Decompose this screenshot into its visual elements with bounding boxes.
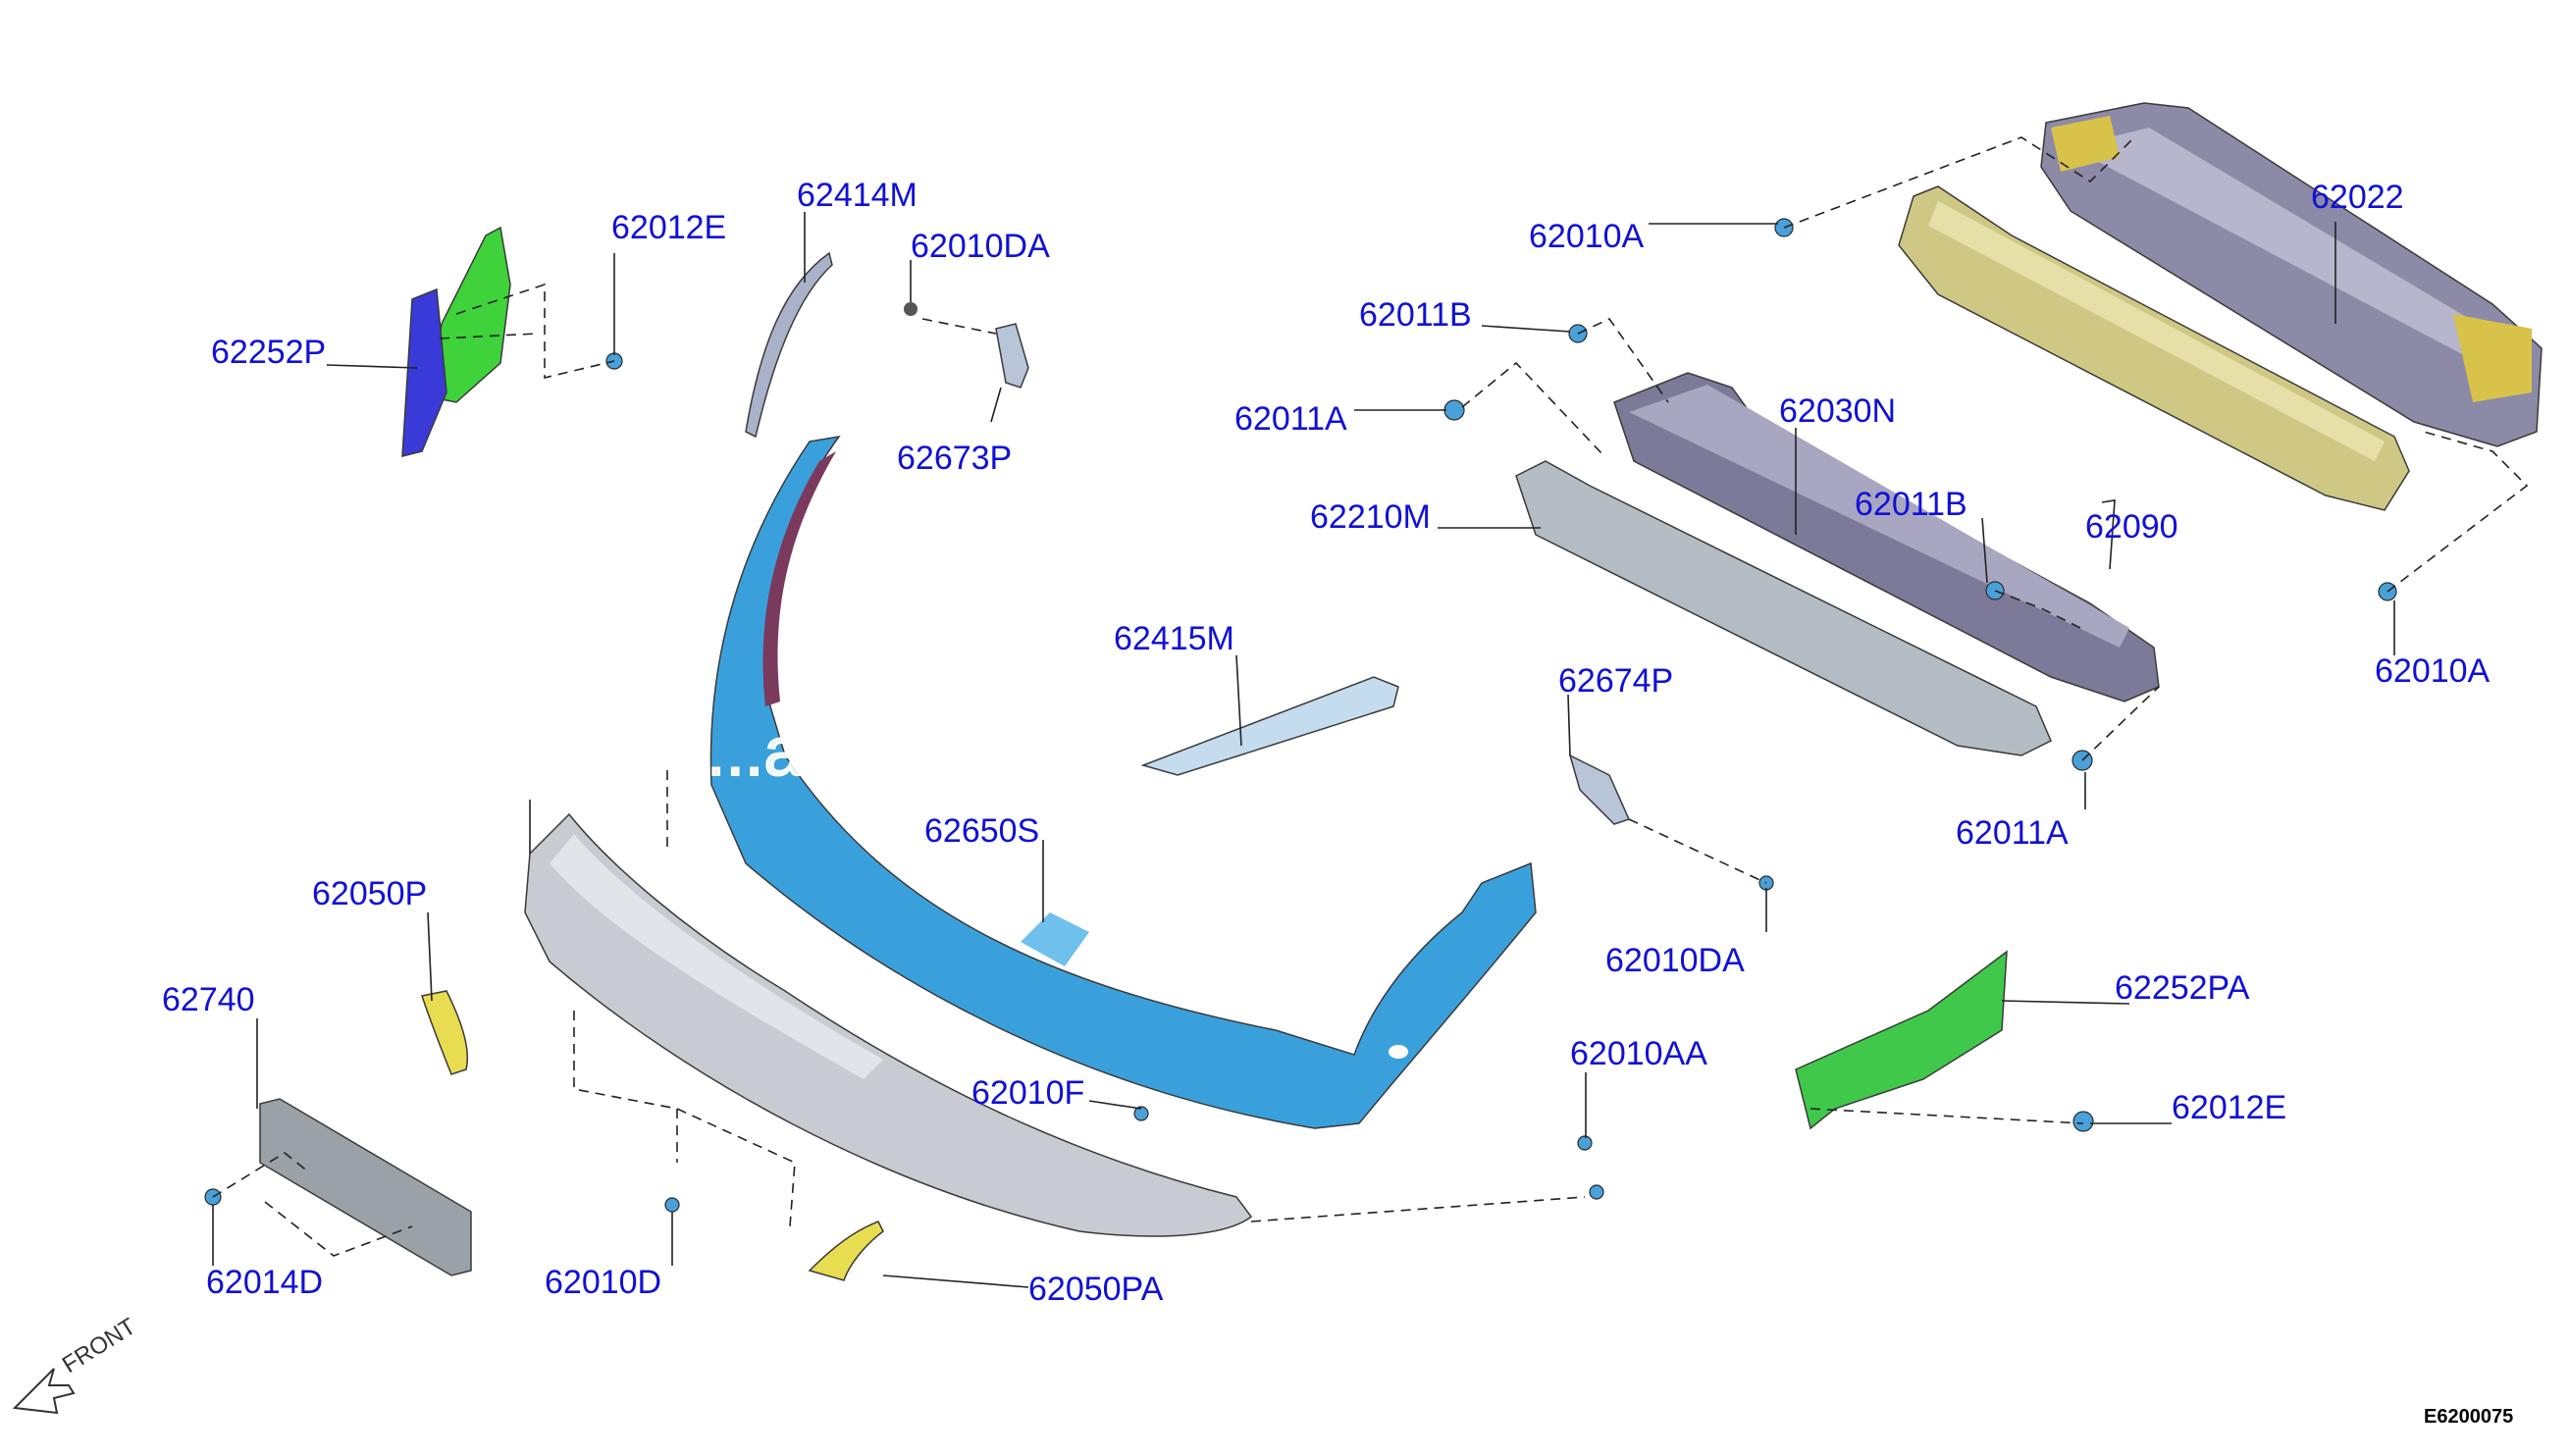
callout-labels: 62012E 62414M 62010DA 62252P 62673P 6201… [162,177,2491,1308]
callout-62014D: 62014D [206,1264,323,1301]
callout-62010A-right: 62010A [2375,652,2491,690]
callout-62012E-bottom: 62012E [2172,1089,2286,1126]
callout-62010AA: 62010AA [1570,1035,1707,1072]
front-label: FRONT [58,1313,141,1378]
callout-62010A-top: 62010A [1529,218,1645,255]
callout-62050PA: 62050PA [1028,1271,1164,1308]
part-absorber-62090 [1898,185,2410,511]
leader-lines [212,212,2395,1288]
callout-62011B-right: 62011B [1855,486,1967,523]
fasteners [204,218,2397,1213]
part-bracket-62674P [1568,754,1631,825]
part-lower-spoiler [524,812,1253,1237]
callout-62011A-left: 62011A [1234,400,1347,438]
part-absorber-62210M [1515,460,2052,756]
callout-62210M: 62210M [1310,498,1431,536]
part-side-bracket-left-62252P [401,226,511,457]
callout-62010D: 62010D [545,1264,661,1301]
part-side-bracket-right-62252PA [1795,950,2008,1130]
callout-62740: 62740 [162,981,255,1018]
part-reinforcement-62030N [1613,372,2160,702]
callout-62011B-top: 62011B [1359,296,1472,334]
callout-62674P: 62674P [1558,662,1673,700]
callout-62252PA: 62252PA [2115,969,2250,1007]
part-upper-bracket-62414M [745,251,833,439]
callout-62252P: 62252P [211,334,326,371]
front-arrow-icon [12,1368,76,1415]
front-indicator: FRONT [12,1313,141,1415]
callout-62030N: 62030N [1779,392,1896,430]
part-reinforcement-62022 [2040,102,2543,447]
callout-62415M: 62415M [1114,620,1234,657]
callout-62022: 62022 [2311,179,2404,216]
callout-62010F: 62010F [971,1074,1084,1112]
part-lower-bar-62740 [259,1098,472,1276]
reference-code: E6200075 [2424,1406,2513,1428]
part-trim-62050P [421,990,469,1075]
callout-62010DA-top: 62010DA [911,228,1050,265]
callout-62090: 62090 [2085,508,2178,546]
part-trim-62050PA [808,1221,884,1281]
callout-62414M: 62414M [797,177,918,214]
callout-62011A-right: 62011A [1956,814,2069,852]
callout-62012E-top: 62012E [611,209,726,246]
callout-62650S: 62650S [924,812,1039,850]
callout-62673P: 62673P [897,440,1012,477]
callout-62050P: 62050P [312,875,427,912]
assembly-dashed-lines [212,136,2529,1257]
watermark: ...ari ...RTS [707,713,1053,790]
callout-62010DA-bottom: 62010DA [1605,942,1745,979]
part-bracket-62673P [904,302,1029,389]
part-bumper-fascia-62650S [709,435,1537,1129]
part-trim-62415M [1140,676,1399,776]
